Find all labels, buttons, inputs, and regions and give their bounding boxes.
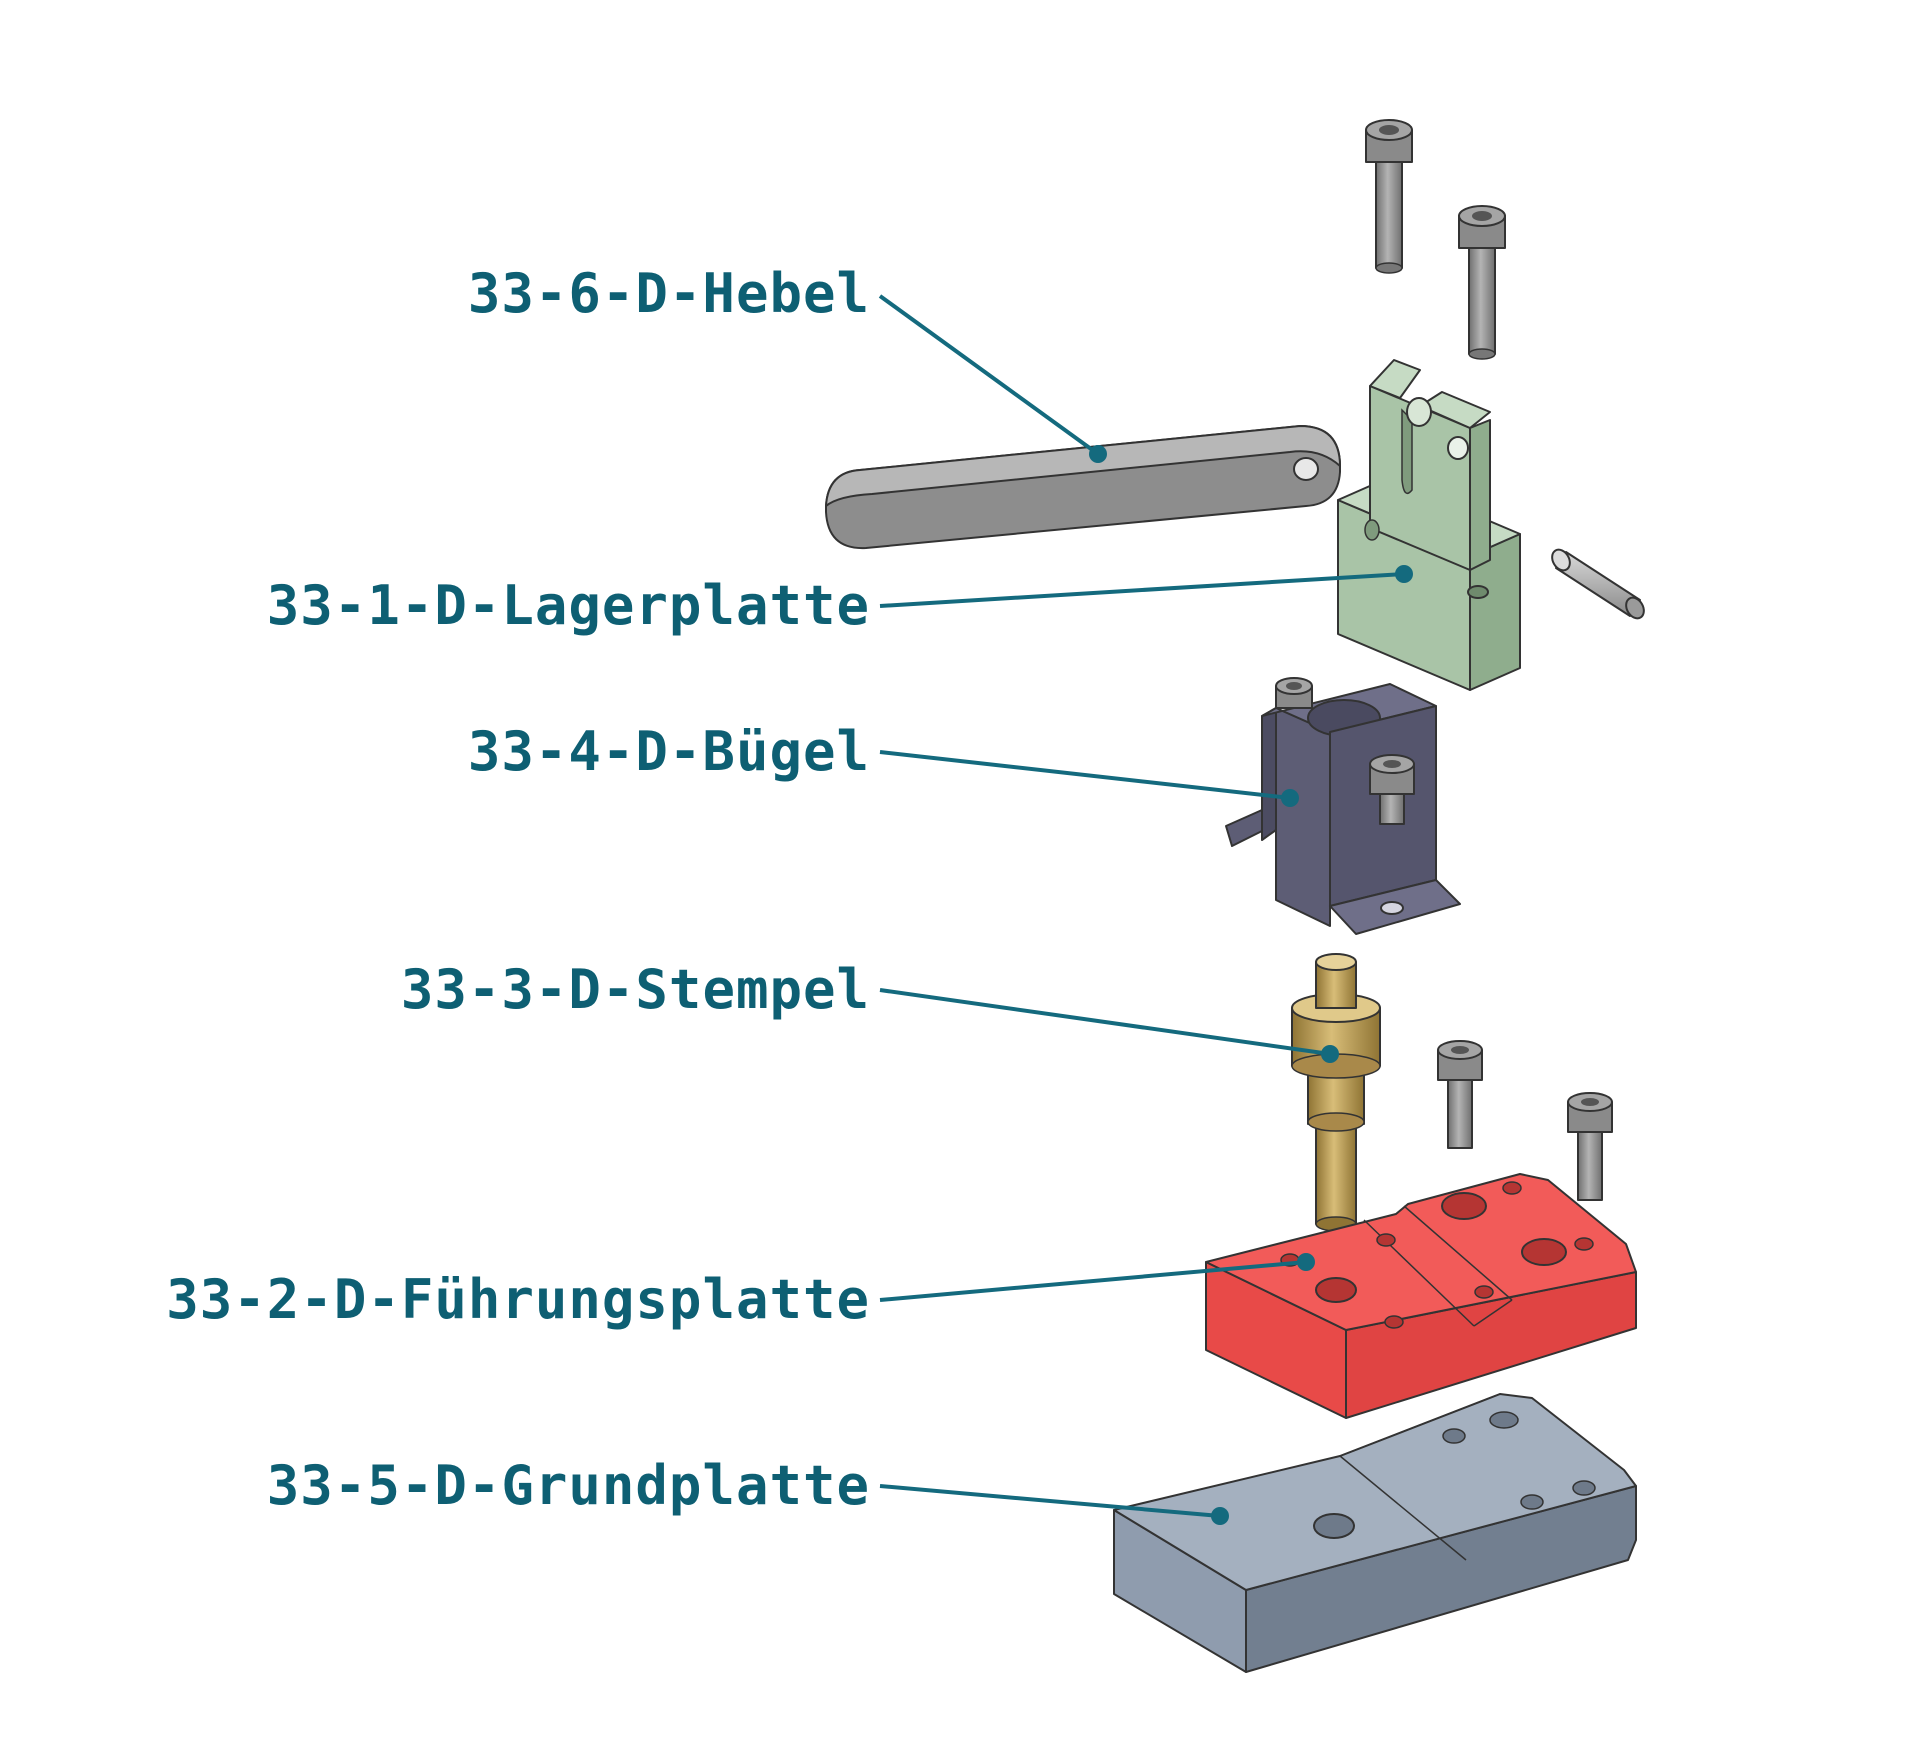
leader-hebel: [878, 294, 1107, 463]
part-fuehrungsplatte: [1205, 1173, 1637, 1419]
screw-buegel-mid: [1369, 754, 1415, 825]
part-hebel: [825, 425, 1341, 550]
pin: [1551, 548, 1645, 620]
label-stempel: 33-3-D-Stempel: [401, 958, 870, 1021]
part-buegel: [1225, 683, 1461, 935]
label-hebel: 33-6-D-Hebel: [468, 262, 870, 325]
screw-top-left: [1365, 119, 1413, 274]
part-stempel: [1291, 953, 1381, 1232]
leader-stempel: [879, 988, 1339, 1063]
label-grundplatte: 33-5-D-Grundplatte: [267, 1454, 870, 1517]
screw-buegel-top: [1275, 677, 1313, 709]
label-fuehrungsplatte: 33-2-D-Führungsplatte: [166, 1268, 870, 1331]
leader-fuehrungsplatte: [879, 1253, 1315, 1302]
part-lagerplatte: [1337, 359, 1521, 691]
part-grundplatte: [1113, 1393, 1637, 1673]
label-buegel: 33-4-D-Bügel: [468, 720, 870, 783]
leader-lagerplatte: [879, 565, 1413, 608]
screw-top-right: [1458, 205, 1506, 360]
screw-mid-right: [1567, 1092, 1613, 1201]
leader-buegel: [879, 750, 1299, 807]
screw-mid-left: [1437, 1040, 1483, 1149]
label-lagerplatte: 33-1-D-Lagerplatte: [267, 574, 870, 637]
leader-grundplatte: [879, 1484, 1229, 1525]
